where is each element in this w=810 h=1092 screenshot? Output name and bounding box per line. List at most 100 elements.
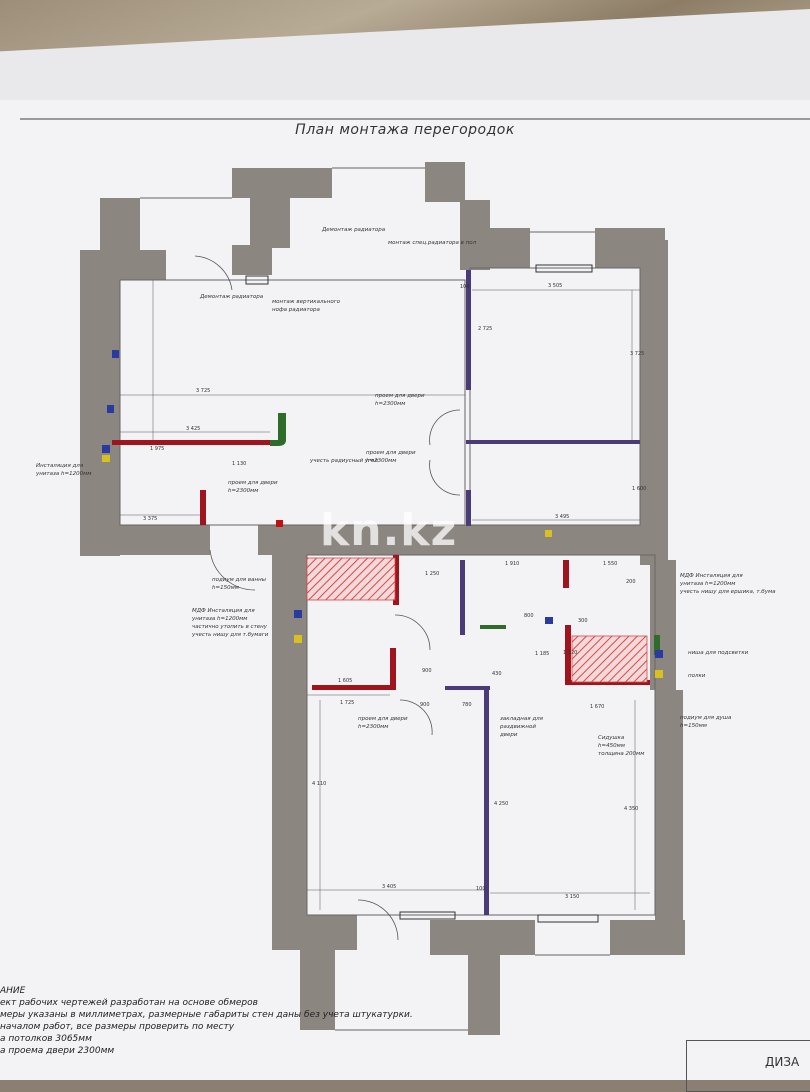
dim-label: 1 600 [632, 486, 646, 492]
partition-purple [484, 690, 489, 915]
yellow-marker [294, 635, 302, 643]
label-door-height: h=2300мм [366, 458, 396, 464]
radiator-vertical [245, 275, 269, 285]
dim-label: 3 375 [143, 516, 157, 522]
label-door-height: h=2300мм [358, 724, 388, 730]
dim-label: 3 495 [555, 514, 569, 520]
door-arc [209, 549, 256, 591]
wall-segment [655, 690, 683, 950]
dim-label: 3 405 [382, 884, 396, 890]
label-door-opening: проем для двери [358, 716, 408, 722]
note-line: меры указаны в миллиметрах, размерные га… [0, 1010, 413, 1020]
door-arc [399, 699, 433, 736]
door-arc [194, 255, 233, 291]
label-install-left: Инсталяция для [36, 463, 84, 469]
wall-segment [650, 560, 676, 690]
partition-red [563, 560, 569, 588]
label-podium-bath: подиум для ванны [212, 577, 267, 583]
note-line: а проема двери 2300мм [0, 1046, 115, 1056]
wall-segment [258, 525, 658, 555]
door-arc [357, 899, 399, 941]
note-line: а потолков 3065мм [0, 1034, 92, 1044]
doors [194, 255, 461, 941]
interior-lines [119, 167, 656, 1031]
dim-label: 3 150 [565, 894, 579, 900]
wall-segment [232, 245, 272, 275]
label-door-height: h=2300мм [228, 488, 258, 494]
wall-segment [80, 525, 210, 555]
partition-purple [445, 686, 490, 690]
dim-label: 200 [626, 579, 636, 585]
dim-label: 1 250 [425, 571, 439, 577]
markers [102, 350, 663, 678]
room-outline [469, 267, 641, 526]
dim-label: 100 [476, 886, 486, 892]
wall-segment [100, 198, 140, 254]
label-install-left-2: унитаза h=1200мм [35, 471, 91, 477]
yellow-marker [545, 530, 552, 537]
label-mount-vertical: монтаж вертикального [272, 299, 341, 305]
partition-purple [466, 270, 471, 390]
dim-label: 1 185 [535, 651, 549, 657]
room-outline [119, 279, 466, 526]
blue-marker [107, 405, 114, 413]
notes-block: АНИЕ ект рабочих чертежей разработан на … [0, 985, 420, 1057]
blue-marker [545, 617, 553, 624]
blue-marker [112, 350, 119, 358]
label-embedded-2: раздвижной [499, 724, 536, 730]
yellow-marker [102, 455, 110, 462]
dim-label: 4 110 [312, 781, 326, 787]
dim-label: 1 975 [150, 446, 164, 452]
dim-label: 3 425 [186, 426, 200, 432]
dim-label: 430 [492, 671, 502, 677]
radiator-bottom-left [399, 911, 456, 920]
label-mdf-left-3: частично утопить в стену [192, 624, 268, 630]
dim-label: 3 725 [630, 351, 644, 357]
wall-segment [300, 945, 335, 1030]
wall-segment [425, 162, 465, 202]
label-radius-corner: учесть радиусный угол [309, 458, 378, 464]
dim-label: 3 505 [548, 283, 562, 289]
label-dismantle-radiator: Демонтаж радиатора [199, 294, 264, 300]
label-mdf-right: МДФ Инсталяция для [680, 573, 743, 579]
corner-marker [276, 520, 283, 527]
label-seat: Сидушка [598, 735, 625, 741]
partition-purple [460, 560, 465, 635]
red-partitions [112, 440, 650, 690]
label-seat-3: толщина 200мм [598, 751, 644, 757]
shower-podium [571, 635, 648, 683]
label-shelves: полки [688, 673, 706, 679]
plan-title: План монтажа перегородок [295, 122, 515, 138]
note-line: ект рабочих чертежей разработан на основ… [0, 998, 258, 1008]
dim-label: 1 725 [340, 700, 354, 706]
dim-label: 1 120 [563, 650, 577, 656]
blue-marker [102, 445, 110, 453]
door-arc [394, 614, 431, 651]
wall-segment [100, 250, 166, 280]
label-embedded: закладная для [500, 716, 544, 722]
watermark: kn.kz [320, 505, 458, 556]
partition-red [565, 625, 571, 685]
blue-marker [294, 610, 302, 618]
radiators [245, 264, 599, 923]
dim-label: 2 725 [478, 326, 492, 332]
dim-label: 1 910 [505, 561, 519, 567]
partition-red [200, 490, 206, 525]
wall-segment [272, 915, 357, 950]
label-mdf-left-2: унитаза h=1200мм [191, 616, 247, 622]
dim-label: 4 350 [624, 806, 638, 812]
partition-red [390, 648, 396, 690]
wall-segment [468, 950, 500, 1035]
title-stamp: ДИЗА [686, 1040, 810, 1092]
partition-purple [466, 440, 640, 444]
dim-label: 1 550 [603, 561, 617, 567]
wall-segment [430, 920, 535, 955]
yellow-marker [655, 670, 663, 678]
wall-segment [250, 168, 290, 248]
door-arc [429, 459, 461, 496]
sheet-frame-line [20, 118, 810, 120]
partition-red [312, 685, 396, 690]
partition-red [112, 440, 282, 445]
label-seat-2: h=450мм [598, 743, 625, 749]
